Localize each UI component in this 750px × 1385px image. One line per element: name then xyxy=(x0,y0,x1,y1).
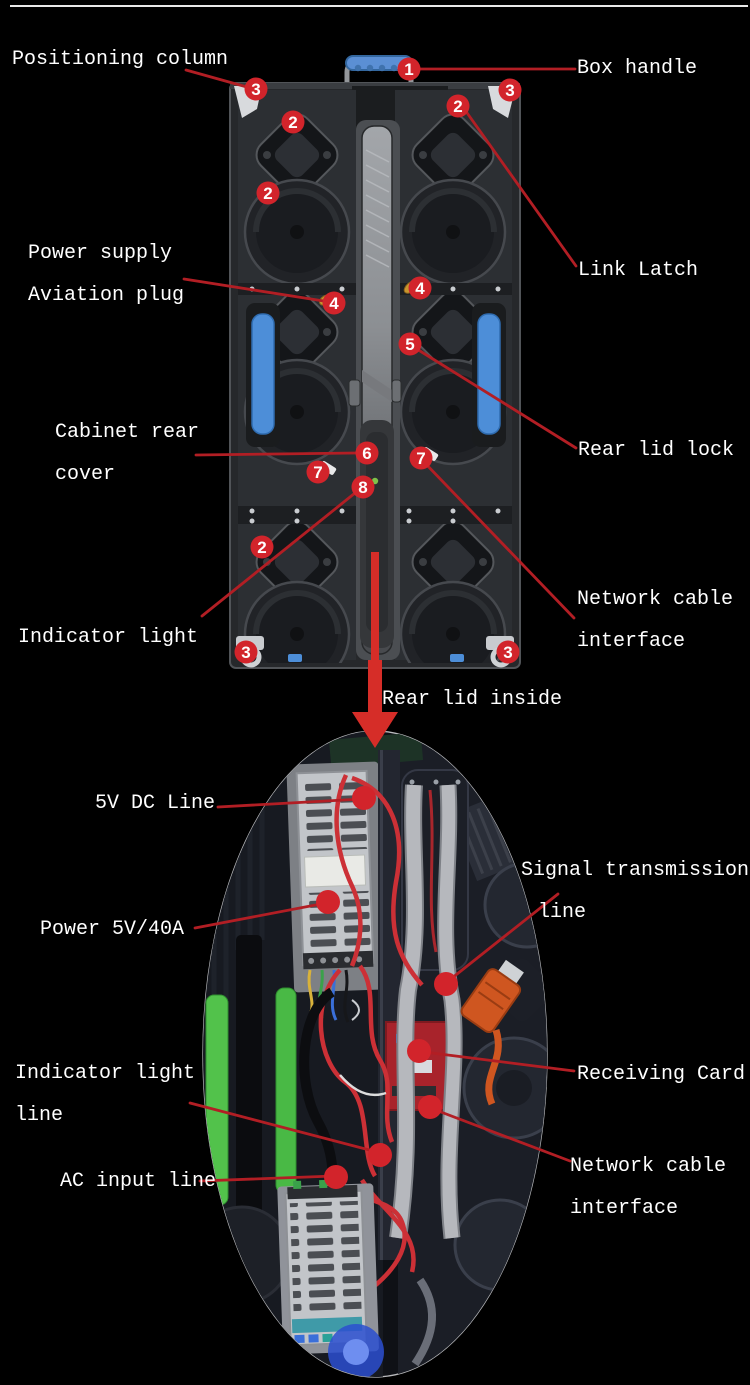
callout-3-tr: 3 xyxy=(498,78,522,102)
label-cabinet-rear-cover: Cabinet rear cover xyxy=(55,421,200,486)
power-supply-unit xyxy=(286,761,387,993)
callout-4-right: 4 xyxy=(408,276,432,300)
dot-indicator-light-line xyxy=(368,1143,392,1167)
label-receiving-card: Receiving Card xyxy=(577,1063,746,1086)
svg-text:7: 7 xyxy=(416,449,425,468)
svg-text:6: 6 xyxy=(362,444,371,463)
callout-5: 5 xyxy=(398,332,422,356)
dot-5v-dc-line xyxy=(352,786,376,810)
label-positioning-column: Positioning column xyxy=(12,48,229,71)
dot-receiving-card xyxy=(407,1039,431,1063)
leader-receiving-card xyxy=(422,1050,576,1073)
network-plug xyxy=(460,959,524,1106)
latch-bar-right xyxy=(477,313,501,435)
callout-3-tl: 3 xyxy=(244,77,268,101)
leader-network-interface-top xyxy=(420,458,576,620)
callout-8: 8 xyxy=(351,475,375,499)
callout-3-bl: 3 xyxy=(234,640,258,664)
green-bar-right xyxy=(275,987,297,1194)
svg-text:4: 4 xyxy=(415,279,425,298)
rear-lid-inside-contents xyxy=(203,731,547,1377)
label-signal-transmission-line: Signal transmission line xyxy=(521,859,750,924)
callout-2-ml: 2 xyxy=(256,181,280,205)
label-rear-lid-lock: Rear lid lock xyxy=(578,439,735,462)
label-5v-dc-line: 5V DC Line xyxy=(95,792,216,815)
callout-2-tr: 2 xyxy=(446,94,470,118)
label-network-cable-interface-top: Network cable interface xyxy=(577,588,734,653)
leader-lines xyxy=(182,67,578,1183)
svg-text:2: 2 xyxy=(288,113,297,132)
dot-signal-line xyxy=(434,972,458,996)
leader-5v-dc-line xyxy=(216,797,364,809)
svg-text:3: 3 xyxy=(251,80,260,99)
leader-indicator-light xyxy=(200,487,362,618)
svg-text:3: 3 xyxy=(241,643,250,662)
leader-positioning-column xyxy=(184,68,256,91)
callout-3-br: 3 xyxy=(496,640,520,664)
top-divider-line xyxy=(10,5,748,7)
psu-label-sticker xyxy=(304,854,367,888)
ac-power-supply-unit xyxy=(277,1179,379,1355)
svg-text:3: 3 xyxy=(503,643,512,662)
label-indicator-light-line: Indicator light line xyxy=(15,1062,196,1127)
leader-aviation-plug xyxy=(182,277,332,304)
leader-link-latch xyxy=(458,101,578,268)
rear-lid-inside-arrow xyxy=(352,552,398,748)
dot-markers xyxy=(316,786,458,1189)
svg-text:4: 4 xyxy=(329,294,339,313)
svg-text:1: 1 xyxy=(404,60,413,79)
svg-text:3: 3 xyxy=(505,81,514,100)
svg-text:2: 2 xyxy=(263,184,272,203)
leader-network-interface-bottom xyxy=(431,1107,572,1163)
label-power-supply-aviation-plug: Power supply Aviation plug xyxy=(28,242,185,307)
callout-7-right: 7 xyxy=(409,446,433,470)
callout-1: 1 xyxy=(397,57,421,81)
callout-4-left: 4 xyxy=(322,291,346,315)
leader-indicator-light-line xyxy=(188,1101,379,1154)
dot-ac-input-line xyxy=(324,1165,348,1189)
leader-signal-line xyxy=(445,892,560,984)
latch-bar-left xyxy=(251,313,275,435)
svg-text:5: 5 xyxy=(405,335,414,354)
svg-text:2: 2 xyxy=(453,97,462,116)
leader-rear-lid-lock xyxy=(410,344,578,450)
label-power-5v-40a: Power 5V/40A xyxy=(40,918,185,941)
callout-6: 6 xyxy=(355,441,379,465)
callout-7-left: 7 xyxy=(306,460,330,484)
label-ac-input-line: AC input line xyxy=(60,1170,217,1193)
label-box-handle: Box handle xyxy=(577,57,698,80)
leader-ac-input-line xyxy=(198,1174,336,1183)
callout-2-tl: 2 xyxy=(281,110,305,134)
svg-text:8: 8 xyxy=(358,478,367,497)
dot-network-interface xyxy=(418,1095,442,1119)
label-link-latch: Link Latch xyxy=(578,259,699,282)
label-network-cable-interface-bottom: Network cable interface xyxy=(570,1155,727,1220)
svg-text:7: 7 xyxy=(313,463,322,482)
callout-2-bl: 2 xyxy=(250,535,274,559)
label-rear-lid-inside: Rear lid inside xyxy=(382,688,563,711)
leader-power-5v40a xyxy=(193,901,328,930)
cabinet-rear-illustration xyxy=(229,55,521,669)
dot-power-5v40a xyxy=(316,890,340,914)
leader-cabinet-rear-cover xyxy=(194,451,358,457)
svg-text:2: 2 xyxy=(257,538,266,557)
callout-markers: 1 3 3 2 2 2 4 4 5 6 7 7 8 2 3 3 xyxy=(234,57,522,664)
label-indicator-light: Indicator light xyxy=(18,626,199,649)
